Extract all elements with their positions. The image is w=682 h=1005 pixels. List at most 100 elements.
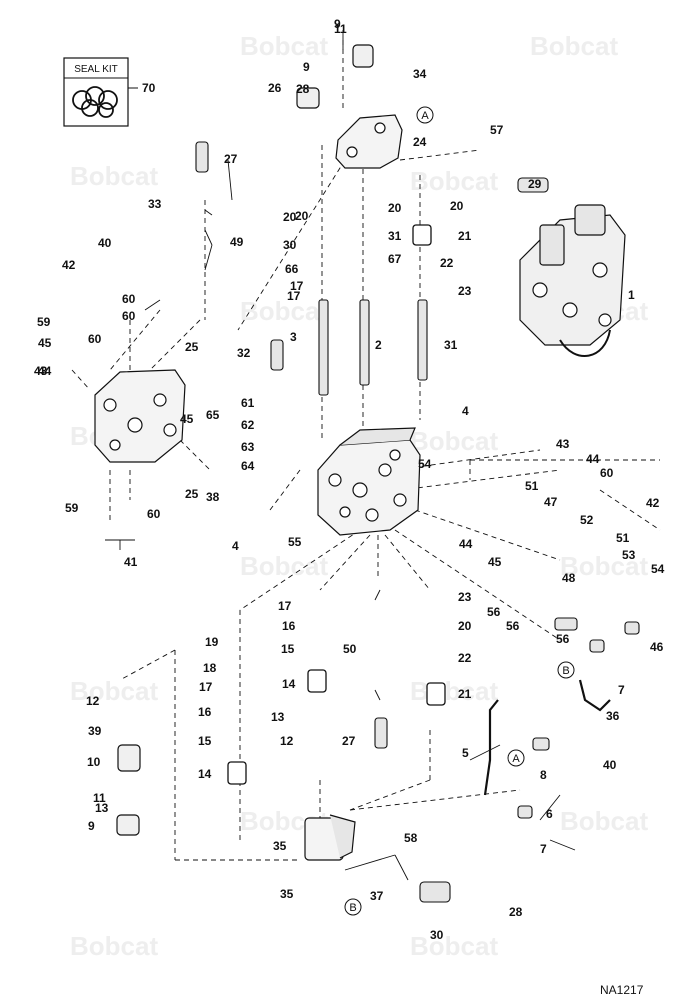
callout-1: 1 <box>628 288 635 302</box>
seal-kit-box: SEAL KIT 70 <box>63 57 156 127</box>
top-cap-assembly <box>335 114 403 169</box>
callout-9: 9 <box>303 60 310 74</box>
seal-kit-rings-icon <box>72 86 118 118</box>
callout-45: 45 <box>180 412 194 426</box>
callout-41: 41 <box>124 555 138 569</box>
callout-62: 62 <box>241 418 255 432</box>
callout-25: 25 <box>185 487 199 501</box>
callout-11: 11 <box>334 22 347 36</box>
callout-23: 23 <box>458 284 472 298</box>
leader-lines <box>105 30 620 881</box>
callout-56: 56 <box>506 619 520 633</box>
callout-14: 14 <box>282 677 296 691</box>
callout-60: 60 <box>600 466 614 480</box>
relief-cartridges <box>195 141 388 749</box>
callout-54: 54 <box>418 457 432 471</box>
callout-40: 40 <box>603 758 617 772</box>
callout-17: 17 <box>278 599 292 613</box>
callout-42: 42 <box>62 258 76 272</box>
callout-51: 51 <box>616 531 630 545</box>
callout-31: 31 <box>388 229 402 243</box>
callout-17: 17 <box>199 680 213 694</box>
callout-18: 18 <box>203 661 217 675</box>
callout-60: 60 <box>122 309 136 323</box>
hydraulic-lines <box>483 679 611 796</box>
callout-4: 4 <box>232 539 239 553</box>
watermark: Bobcat <box>240 551 328 581</box>
reference-a-lower: A <box>512 753 520 765</box>
callout-33: 33 <box>148 197 162 211</box>
callout-44: 44 <box>586 452 600 466</box>
watermark: Bobcat <box>240 296 328 326</box>
callout-68: 68 <box>0 0 14 3</box>
callout-21: 21 <box>458 687 472 701</box>
callout-5: 5 <box>462 746 469 760</box>
callout-51: 51 <box>525 479 539 493</box>
springs <box>227 224 446 785</box>
callout-59: 59 <box>65 501 79 515</box>
callout-43: 43 <box>556 437 570 451</box>
drawing-code: NA1217 <box>600 983 644 997</box>
end-caps <box>116 44 374 836</box>
callout-19: 19 <box>205 635 219 649</box>
callout-38: 38 <box>206 490 220 504</box>
callout-32: 32 <box>237 346 251 360</box>
callout-56: 56 <box>556 632 570 646</box>
callout-20: 20 <box>283 210 297 224</box>
callout-27: 27 <box>224 152 238 166</box>
reference-b-right: B <box>562 665 569 677</box>
callout-28: 28 <box>296 82 310 96</box>
reference-a-top: A <box>421 110 429 122</box>
callout-40: 40 <box>98 236 112 250</box>
callout-28: 28 <box>509 905 523 919</box>
callout-20: 20 <box>388 201 402 215</box>
callout-44: 44 <box>38 364 52 378</box>
callout-16: 16 <box>282 619 296 633</box>
callout-56: 56 <box>487 605 501 619</box>
callout-30: 30 <box>283 238 297 252</box>
seal-kit-callout: 70 <box>142 81 156 95</box>
callout-3: 3 <box>290 330 297 344</box>
callout-65: 65 <box>206 408 220 422</box>
callout-64: 64 <box>241 459 255 473</box>
callout-17: 17 <box>287 289 301 303</box>
callout-58: 58 <box>404 831 418 845</box>
callout-labels: 1234456778999101111121213131414151516161… <box>0 0 665 942</box>
callout-34: 34 <box>413 67 427 81</box>
callout-67: 67 <box>388 252 402 266</box>
callout-4: 4 <box>462 404 469 418</box>
reference-markers <box>344 106 575 916</box>
callout-52: 52 <box>580 513 594 527</box>
callout-13: 13 <box>271 710 285 724</box>
callout-16: 16 <box>198 705 212 719</box>
left-valve-section <box>94 369 186 463</box>
callout-35: 35 <box>273 839 287 853</box>
callout-2: 2 <box>375 338 382 352</box>
callout-59: 59 <box>37 315 51 329</box>
bottom-cap-assembly <box>304 814 356 861</box>
watermark: Bobcat <box>410 676 498 706</box>
watermark: Bobcat <box>410 426 498 456</box>
callout-55: 55 <box>288 535 302 549</box>
callout-47: 47 <box>544 495 558 509</box>
callout-15: 15 <box>281 642 295 656</box>
callout-49: 49 <box>230 235 244 249</box>
callout-57: 57 <box>490 123 504 137</box>
callout-61: 61 <box>241 396 255 410</box>
callout-24: 24 <box>413 135 427 149</box>
callout-43: 43 <box>34 364 48 378</box>
callout-20: 20 <box>450 199 464 213</box>
callout-66: 66 <box>285 262 299 276</box>
callout-9: 9 <box>88 819 95 833</box>
watermark: Bobcat <box>560 551 648 581</box>
callout-60: 60 <box>147 507 161 521</box>
callout-13: 13 <box>95 801 109 815</box>
watermark: Bobcat <box>410 166 498 196</box>
callout-20: 20 <box>458 619 472 633</box>
callout-15: 15 <box>198 734 212 748</box>
watermark: Bobcat <box>70 931 158 961</box>
callout-23: 23 <box>458 590 472 604</box>
callout-14: 14 <box>198 767 212 781</box>
